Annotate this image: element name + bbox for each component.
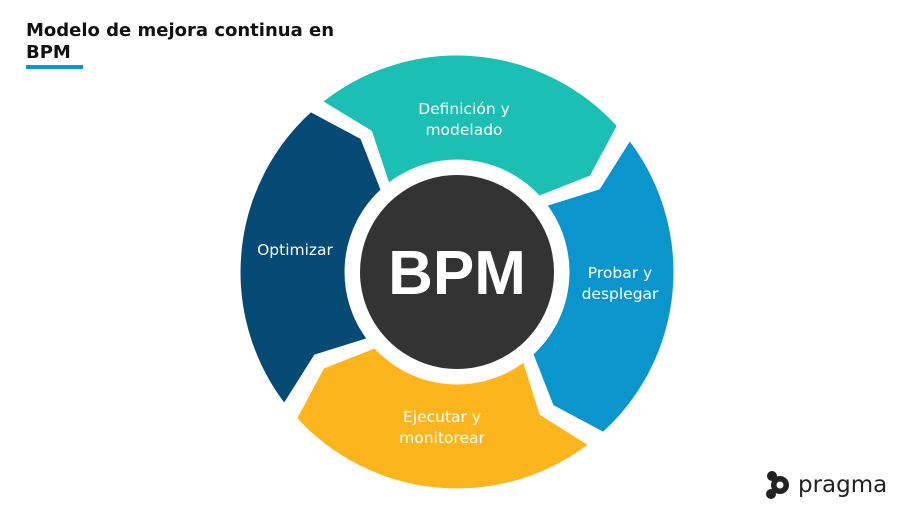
stage-segment-ejecutar: [291, 343, 595, 494]
pragma-logo: pragma: [764, 470, 887, 500]
stage-label: modelado: [425, 121, 502, 139]
stage-label: Ejecutar y: [403, 408, 481, 426]
stage-segment-optimizar: [235, 106, 386, 410]
stage-label: monitorear: [399, 429, 485, 447]
stage-label: Probar y: [588, 264, 652, 282]
stage-segment-definicion: [316, 50, 623, 201]
stage-label: Optimizar: [257, 241, 333, 259]
pragma-logo-icon: [766, 471, 789, 499]
page-title: Modelo de mejora continua en BPM: [26, 20, 335, 63]
logo-text: pragma: [798, 472, 888, 498]
stage-label: Definición y: [418, 100, 510, 118]
center-label: BPM: [388, 239, 526, 308]
center-circle: [360, 175, 554, 369]
stage-segment-probar: [528, 134, 679, 438]
stage-label: desplegar: [582, 285, 659, 303]
title-underline: [26, 65, 83, 69]
